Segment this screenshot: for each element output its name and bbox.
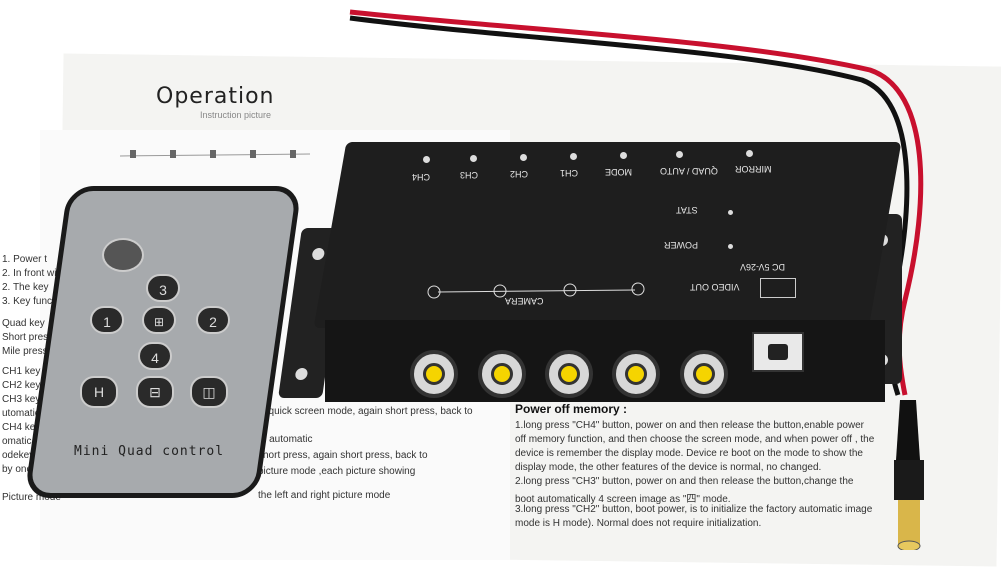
manual-mid-line: the left and right picture mode xyxy=(258,490,391,501)
manual-left-line: utomatic xyxy=(2,408,40,419)
power-memory-line: 2.long press "CH3" button, power on and … xyxy=(515,476,854,487)
label-stat: STAT xyxy=(676,205,698,215)
manual-left-line: CH2 key xyxy=(2,380,41,391)
label-quad-auto: QUAD / AUTO xyxy=(660,166,718,176)
led-quad xyxy=(676,151,683,158)
manual-subtitle: Instruction picture xyxy=(200,110,272,120)
led-mode xyxy=(620,152,627,159)
label-power: POWER xyxy=(664,240,699,250)
manual-left-line: by one xyxy=(2,464,33,475)
dc-power-jack[interactable] xyxy=(752,332,804,372)
label-video-out: VIDEO OUT xyxy=(690,282,740,292)
manual-left-line: 2. In front wi xyxy=(2,268,57,279)
remote-button-4[interactable]: 4 xyxy=(138,342,172,370)
remote-button-lr-mode[interactable]: ◫ xyxy=(190,376,228,408)
led-stat xyxy=(728,210,733,215)
remote-label: Mini Quad control xyxy=(74,444,225,459)
power-memory-line: display mode, the other features of the … xyxy=(515,462,822,473)
manual-title: Operation xyxy=(156,84,275,109)
label-ch4: CH4 xyxy=(412,172,431,182)
rca-jack-port-2[interactable] xyxy=(478,350,526,398)
manual-left-line: omatic xyxy=(2,436,32,447)
remote-button-3[interactable]: 3 xyxy=(146,274,180,302)
manual-left-line: 2. The key xyxy=(2,282,49,293)
led-power xyxy=(728,244,733,249)
manual-left-line: CH3 key xyxy=(2,394,41,405)
label-ch1: CH1 xyxy=(560,168,579,178)
led-ch4 xyxy=(423,156,430,163)
manual-left-line: Mile press xyxy=(2,346,48,357)
power-button[interactable] xyxy=(102,238,144,272)
power-memory-heading: Power off memory : xyxy=(515,402,628,416)
manual-left-line: 3. Key func xyxy=(2,296,53,307)
camera-port-diagram xyxy=(427,282,645,299)
manual-mid-line: in quick screen mode, again short press,… xyxy=(258,406,473,417)
remote-button-1[interactable]: 1 xyxy=(90,306,124,334)
manual-diagram xyxy=(119,150,311,158)
manual-left-line: CH1 key xyxy=(2,366,41,377)
power-memory-line: boot automatically 4 screen image as "四"… xyxy=(515,494,731,505)
led-ch2 xyxy=(520,154,527,161)
dc-symbol-icon xyxy=(760,278,796,298)
manual-mid-line: to automatic xyxy=(258,434,313,445)
label-dc: DC 5V-26V xyxy=(740,262,786,272)
manual-mid-line: picture mode ,each picture showing xyxy=(258,466,416,477)
led-ch1 xyxy=(570,153,577,160)
label-ch2: CH2 xyxy=(510,169,529,179)
remote-button-quad[interactable]: ⊞ xyxy=(142,306,176,334)
dc-plug xyxy=(894,400,924,550)
power-memory-line: 3.long press "CH2" button, boot power, i… xyxy=(515,504,873,515)
manual-left-line: 1. Power t xyxy=(2,254,48,265)
manual-left-line: CH4 key xyxy=(2,422,41,433)
manual-left-line: Quad key xyxy=(2,318,45,329)
label-mirror: MIRROR xyxy=(735,164,772,174)
label-mode: MODE xyxy=(605,167,632,177)
label-ch3: CH3 xyxy=(460,170,479,180)
rca-jack-port-4[interactable] xyxy=(612,350,660,398)
remote-button-h-mode[interactable]: H xyxy=(80,376,118,408)
power-memory-line: 1.long press "CH4" button, power on and … xyxy=(515,420,864,431)
rca-jack-video-out[interactable] xyxy=(680,350,728,398)
remote-control: 3 1 ⊞ 2 4 H ⊟ ◫ Mini Quad control xyxy=(24,186,302,498)
manual-left-line: Short press xyxy=(2,332,54,343)
power-memory-line: off memory function, and then choose the… xyxy=(515,434,875,445)
rca-jack-port-3[interactable] xyxy=(545,350,593,398)
power-memory-line: device is remember the display mode. Dev… xyxy=(515,448,863,459)
manual-mid-line: short press, again short press, back to xyxy=(258,450,428,461)
manual-left-line: Picture mode xyxy=(2,492,61,503)
label-camera: CAMERA xyxy=(505,296,544,306)
manual-left-line: odekey xyxy=(2,450,35,461)
led-mirror xyxy=(746,150,753,157)
led-ch3 xyxy=(470,155,477,162)
remote-button-2[interactable]: 2 xyxy=(196,306,230,334)
rca-jack-port-1[interactable] xyxy=(410,350,458,398)
power-memory-line: mode is H mode). Normal does not require… xyxy=(515,518,762,529)
remote-button-split-mode[interactable]: ⊟ xyxy=(136,376,174,408)
